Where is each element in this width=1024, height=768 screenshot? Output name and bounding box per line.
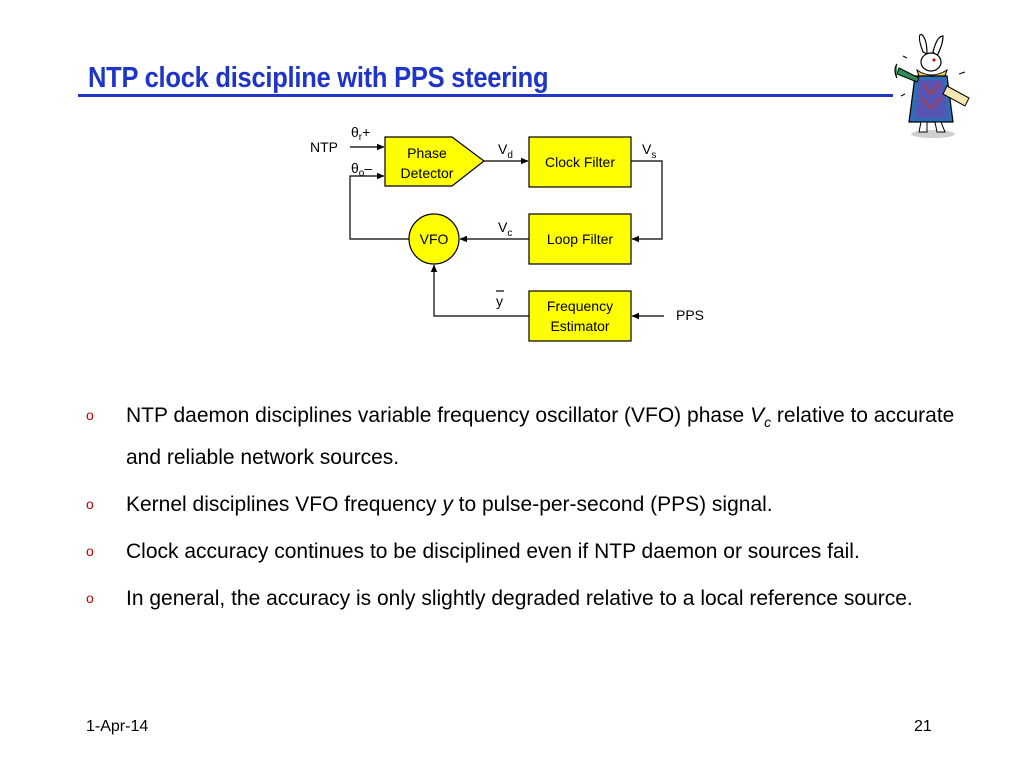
footer-date: 1-Apr-14: [86, 718, 149, 735]
y-bar-label: y: [496, 293, 503, 309]
vc-variable: Vc: [750, 404, 772, 431]
frequency-estimator-label-line2: Estimator: [550, 318, 609, 334]
bullet-item: o Kernel disciplines VFO frequency y to …: [86, 487, 966, 522]
bullet-list: o NTP daemon disciplines variable freque…: [86, 398, 966, 628]
bullet-marker: o: [86, 590, 94, 607]
vs-label: Vs: [642, 141, 656, 161]
vc-label: Vc: [498, 219, 512, 239]
y-arrow: [430, 264, 529, 317]
theta-o-label: θo–: [351, 160, 372, 179]
bullet-marker: o: [86, 496, 94, 513]
bullet-item: o Clock accuracy continues to be discipl…: [86, 534, 966, 569]
bullet-item: o In general, the accuracy is only sligh…: [86, 581, 966, 616]
bullet-marker: o: [86, 543, 94, 560]
clock-filter-block: [528, 136, 632, 188]
slide-title: NTP clock discipline with PPS steering: [88, 62, 549, 94]
vd-label: Vd: [498, 141, 513, 161]
vs-feedback-arrow: [631, 160, 663, 243]
frequency-estimator-block: [528, 290, 632, 342]
clock-filter-label: Clock Filter: [545, 154, 615, 170]
phase-detector-block: [384, 136, 485, 187]
bullet-marker: o: [86, 407, 94, 423]
page-number: 21: [914, 718, 932, 735]
y-variable: y: [442, 493, 453, 517]
bullet-item: o NTP daemon disciplines variable freque…: [86, 398, 966, 475]
theta-r-label: θr+: [351, 124, 370, 143]
loop-filter-label: Loop Filter: [547, 231, 613, 247]
vfo-label: VFO: [420, 231, 449, 247]
title-underline: [78, 94, 893, 97]
phase-detector-label-line1: Phase: [407, 145, 447, 161]
pps-label: PPS: [676, 307, 704, 323]
frequency-estimator-label-line1: Frequency: [547, 298, 613, 314]
white-rabbit-icon: [894, 34, 970, 138]
phase-detector-label-line2: Detector: [401, 165, 454, 181]
vfo-feedback-arrow: [349, 172, 409, 240]
ntp-label: NTP: [310, 139, 338, 155]
